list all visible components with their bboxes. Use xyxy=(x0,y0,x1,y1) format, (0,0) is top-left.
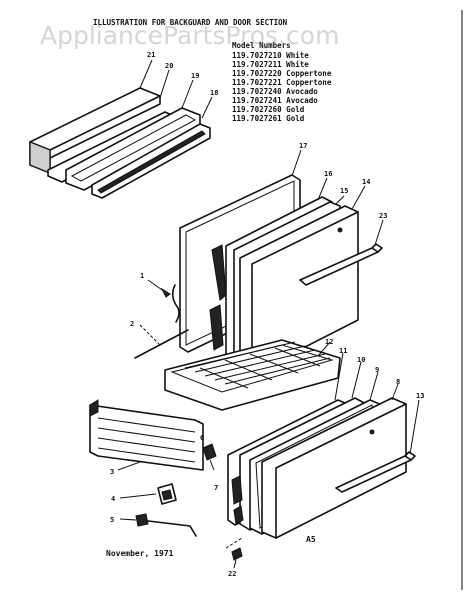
model-row: 119.7027221 Coppertone xyxy=(232,78,332,87)
upper-door-assembly xyxy=(171,149,384,375)
model-row: 119.7027220 Coppertone xyxy=(232,69,332,78)
diagram-title: ILLUSTRATION FOR BACKGUARD AND DOOR SECT… xyxy=(93,18,288,27)
callout-9: 9 xyxy=(375,366,379,374)
part-7-hinge xyxy=(231,475,243,505)
callout-20: 20 xyxy=(165,62,173,70)
callout-22: 22 xyxy=(228,570,236,578)
model-list-header: Model Numbers xyxy=(232,41,291,50)
callout-13: 13 xyxy=(416,392,424,400)
callout-6: 6 xyxy=(200,434,204,442)
model-row: 119.7027261 Gold xyxy=(232,114,304,123)
part-2-rod xyxy=(134,324,189,359)
part-1-screw xyxy=(147,279,171,298)
part-5-bracket xyxy=(119,513,197,537)
model-row: 119.7027260 Gold xyxy=(232,105,304,114)
part-3-drawer-trim xyxy=(89,399,204,471)
callout-3: 3 xyxy=(110,468,114,476)
part-12-rack-tray xyxy=(164,339,341,411)
model-row: 119.7027240 Avocado xyxy=(232,87,318,96)
callout-12: 12 xyxy=(325,338,333,346)
part-4-latch xyxy=(119,483,177,505)
model-row: 119.7027210 White xyxy=(232,51,309,60)
callout-21: 21 xyxy=(147,51,155,59)
callout-7: 7 xyxy=(214,484,218,492)
callout-16: 16 xyxy=(324,170,332,178)
callout-14: 14 xyxy=(362,178,370,186)
callout-15: 15 xyxy=(340,187,348,195)
model-row: 119.7027211 White xyxy=(232,60,309,69)
diagram-date: November, 1971 xyxy=(106,549,174,558)
lower-door-assembly xyxy=(227,352,420,539)
callout-5: 5 xyxy=(110,516,114,524)
callout-10: 10 xyxy=(357,356,365,364)
callout-19: 19 xyxy=(191,72,199,80)
backguard-assembly xyxy=(29,59,213,199)
callout-17: 17 xyxy=(299,142,307,150)
callout-18: 18 xyxy=(210,89,218,97)
callout-23: 23 xyxy=(379,212,387,220)
callout-11: 11 xyxy=(339,347,347,355)
callout-1: 1 xyxy=(140,272,144,280)
model-number-list: Model Numbers 119.7027210 White 119.7027… xyxy=(232,41,332,123)
hinge-spring xyxy=(171,284,180,323)
callout-8: 8 xyxy=(396,378,400,386)
watermark: AppliancePartsPros.com xyxy=(40,21,339,50)
part-6-clip xyxy=(202,443,217,471)
diagram-code: A5 xyxy=(306,535,316,544)
callout-4: 4 xyxy=(111,495,115,503)
model-row: 119.7027241 Avocado xyxy=(232,96,318,105)
part-22-screw xyxy=(225,537,243,569)
callout-2: 2 xyxy=(130,320,134,328)
